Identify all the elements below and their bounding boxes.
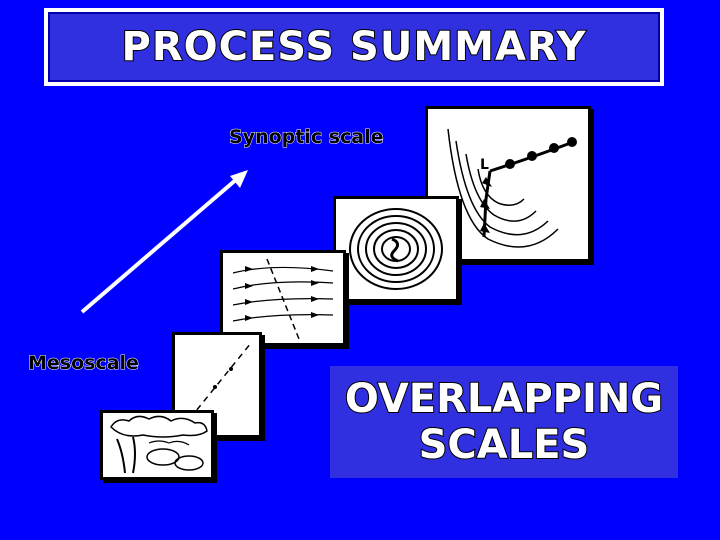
streamline-flow-panel [220, 250, 346, 346]
frontal-low-panel: L [425, 106, 591, 262]
overlapping-scales-box: OVERLAPPING SCALES [330, 366, 678, 478]
thunderstorm-cloud-sketch [110, 415, 208, 474]
scale-arrow [80, 170, 248, 314]
title-box: PROCESS SUMMARY [44, 8, 664, 86]
mesoscale-label: Mesoscale [28, 352, 140, 375]
svg-text:L: L [480, 157, 489, 173]
synoptic-scale-label: Synoptic scale [229, 126, 385, 149]
squall-line-sketch [182, 342, 252, 428]
scales-line: SCALES [418, 421, 591, 469]
slide-title: PROCESS SUMMARY [121, 23, 587, 71]
spiral-cyclone-panel [333, 196, 459, 302]
frontal-low-sketch: L [447, 128, 577, 248]
spiral-cyclone-sketch [349, 208, 443, 290]
streamline-flow-sketch [232, 258, 334, 340]
thunderstorm-panel [100, 410, 214, 480]
overlapping-line: OVERLAPPING [344, 375, 664, 423]
